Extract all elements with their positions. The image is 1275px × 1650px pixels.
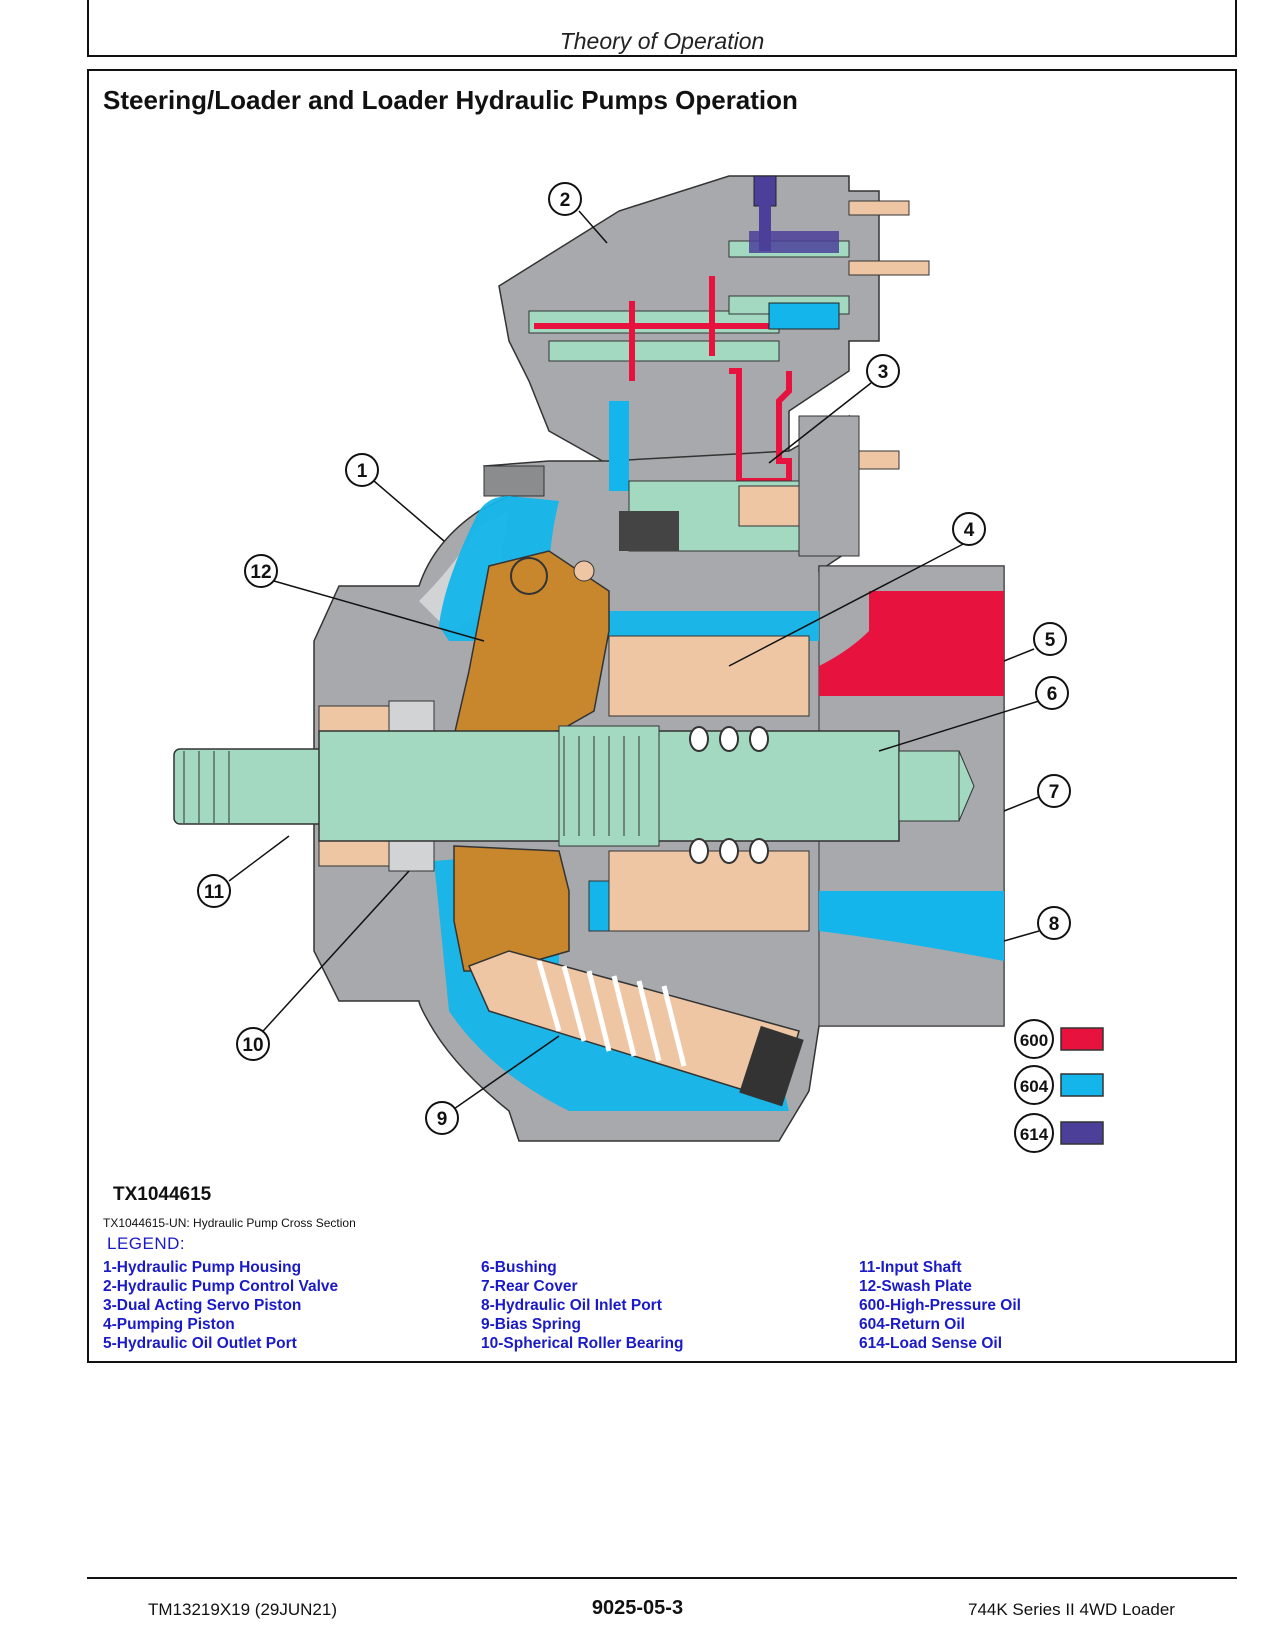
footer-page-number: 9025-05-3 [591,1597,684,1619]
svg-text:7: 7 [1049,782,1060,803]
callout-3: 3 [866,354,900,388]
section-title: Steering/Loader and Loader Hydraulic Pum… [103,85,798,115]
callout-1: 1 [345,453,379,487]
color-key-code-600: 600 [1020,1031,1048,1050]
svg-text:1: 1 [357,461,368,482]
legend-title: LEGEND: [107,1234,186,1253]
svg-text:4: 4 [964,520,975,541]
figure-id: TX1044615 [113,1184,212,1205]
footer-product-name: 744K Series II 4WD Loader [968,1600,1175,1619]
main-content-box: Steering/Loader and Loader Hydraulic Pum… [87,69,1237,1363]
footer-doc-id: TM13219X19 (29JUN21) [148,1600,337,1619]
callout-10: 10 [236,1027,270,1061]
callout-12: 12 [244,554,278,588]
legend-item: 3-Dual Acting Servo Piston [103,1297,302,1314]
color-key-code-614: 614 [1020,1125,1049,1144]
callout-7: 7 [1037,774,1071,808]
svg-text:5: 5 [1045,630,1056,651]
svg-text:3: 3 [878,362,889,383]
legend-item: 7-Rear Cover [481,1278,578,1295]
callout-9: 9 [425,1101,459,1135]
svg-text:9: 9 [437,1109,448,1130]
header-box: Theory of Operation [87,0,1237,57]
legend-item: 1-Hydraulic Pump Housing [103,1259,302,1276]
legend-column-1: 1-Hydraulic Pump Housing 2-Hydraulic Pum… [103,1258,338,1353]
legend-item: 2-Hydraulic Pump Control Valve [103,1278,339,1295]
legend-item: 600-High-Pressure Oil [859,1297,1021,1314]
callout-5: 5 [1033,622,1067,656]
legend-item: 10-Spherical Roller Bearing [481,1335,684,1352]
callout-8: 8 [1037,906,1071,940]
svg-text:10: 10 [242,1035,263,1056]
callouts: 2 3 1 4 12 5 6 7 11 8 10 9 [197,182,1071,1135]
color-swatch-614 [1060,1121,1104,1145]
callout-6: 6 [1035,676,1069,710]
color-swatch-600 [1060,1027,1104,1051]
callout-4: 4 [952,512,986,546]
servo-piston [619,415,900,557]
color-key: 600 604 614 [1014,1019,1104,1153]
control-valve-block [498,175,930,492]
svg-text:11: 11 [204,882,225,903]
legend-item: 604-Return Oil [859,1316,965,1333]
legend-item: 5-Hydraulic Oil Outlet Port [103,1335,297,1352]
footer-rule [87,1577,1237,1579]
header-title: Theory of Operation [559,28,765,54]
input-shaft [173,725,975,847]
color-swatch-604 [1060,1073,1104,1097]
color-key-code-604: 604 [1020,1077,1049,1096]
legend-item: 4-Pumping Piston [103,1316,235,1333]
swash-plate [453,550,610,972]
svg-text:6: 6 [1047,684,1058,705]
svg-text:12: 12 [250,562,271,583]
callout-leaders [228,210,1040,1112]
bushing-springs [689,726,769,864]
figure-caption: TX1044615-UN: Hydraulic Pump Cross Secti… [103,1216,356,1230]
legend-item: 11-Input Shaft [859,1259,962,1276]
callout-11: 11 [197,874,231,908]
legend-item: 8-Hydraulic Oil Inlet Port [481,1297,662,1314]
callout-2: 2 [548,182,582,216]
legend-column-3: 11-Input Shaft 12-Swash Plate 600-High-P… [859,1258,1021,1353]
legend-item: 12-Swash Plate [859,1278,972,1295]
svg-text:8: 8 [1049,914,1060,935]
bias-spring [467,950,804,1107]
legend-item: 9-Bias Spring [481,1316,581,1333]
svg-text:2: 2 [560,190,571,211]
legend-item: 6-Bushing [481,1259,557,1276]
pump-cross-section-figure: 600 604 614 2 3 1 4 12 5 6 [173,175,1104,1153]
legend-column-2: 6-Bushing 7-Rear Cover 8-Hydraulic Oil I… [481,1258,683,1353]
legend-item: 614-Load Sense Oil [859,1335,1002,1352]
